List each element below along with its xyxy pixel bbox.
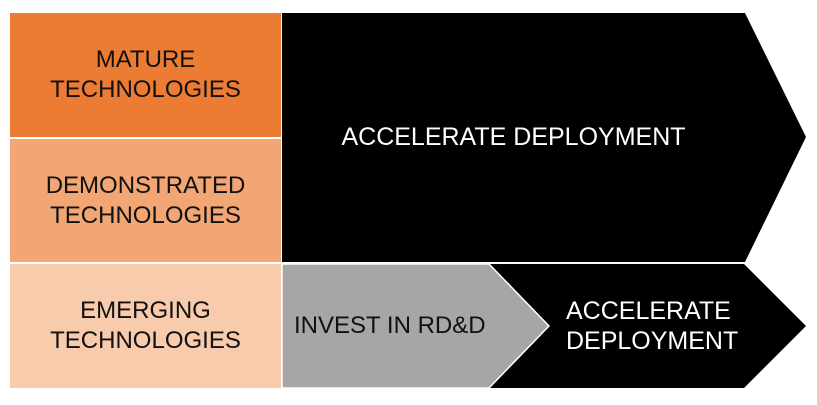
demonstrated-technologies-box: DEMONSTRATED TECHNOLOGIES (10, 139, 281, 262)
mature-line1: MATURE (95, 46, 196, 73)
accelerate-deployment-label-large: ACCELERATE DEPLOYMENT (341, 123, 686, 151)
mature-line2: TECHNOLOGIES (50, 76, 241, 103)
invest-rdd-label: INVEST IN RD&D (294, 312, 486, 339)
accelerate-deployment-arrow-large (282, 13, 806, 262)
mature-technologies-box: MATURE TECHNOLOGIES (10, 13, 281, 137)
emerging-line2: TECHNOLOGIES (50, 327, 241, 354)
accelerate-line: ACCELERATE (566, 297, 731, 325)
emerging-technologies-box: EMERGING TECHNOLOGIES (10, 264, 281, 388)
accelerate-deployment-label-small: ACCELERATE DEPLOYMENT (566, 296, 738, 356)
deployment-line: DEPLOYMENT (566, 327, 739, 355)
invest-rdd-arrow (281, 263, 551, 389)
demonstrated-line1: DEMONSTRATED (45, 171, 246, 199)
demonstrated-line2: TECHNOLOGIES (50, 201, 241, 229)
emerging-line1: EMERGING (80, 297, 211, 324)
accelerate-deployment-arrow-small (489, 264, 806, 388)
